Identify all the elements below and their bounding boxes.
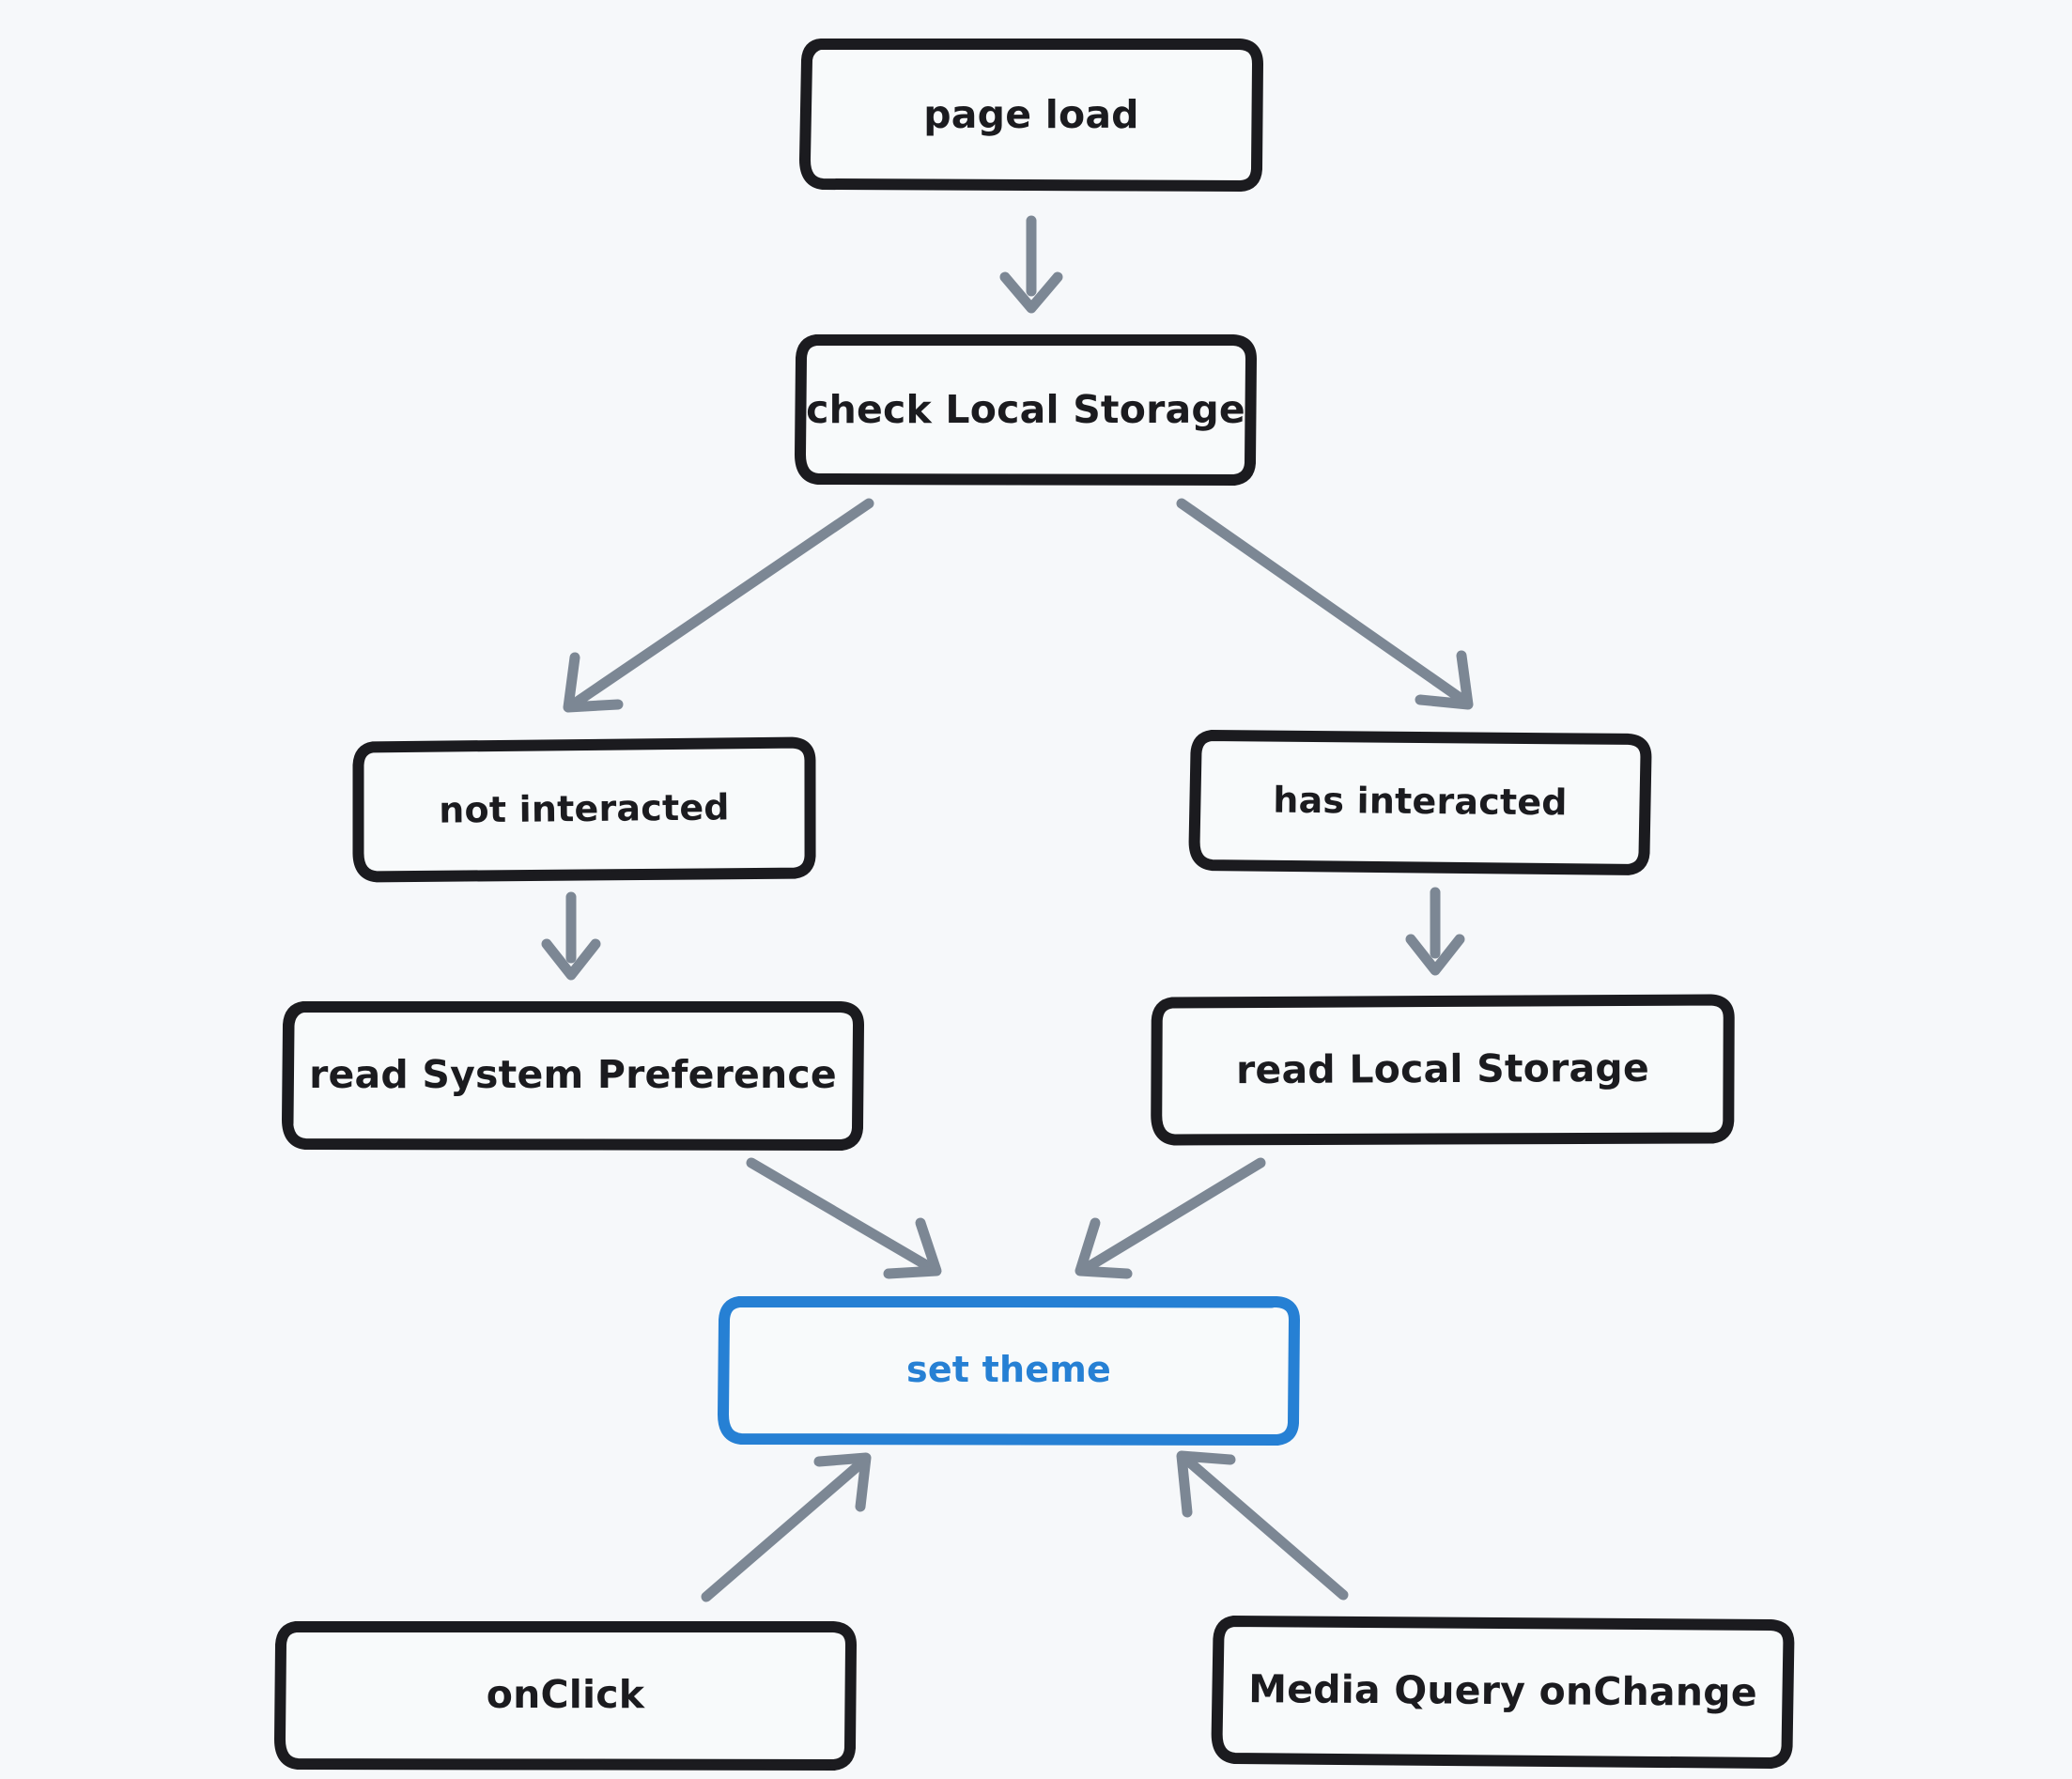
node-frame — [1211, 1615, 1795, 1769]
edge-page-load-to-check-local — [999, 215, 1063, 314]
node-set-theme[interactable]: set theme — [718, 1296, 1300, 1446]
node-label: Media Query onChange — [1247, 1666, 1757, 1715]
node-frame — [1188, 730, 1652, 875]
node-label: set theme — [906, 1349, 1111, 1390]
node-frame — [274, 1621, 857, 1771]
node-not-interacted[interactable]: not interacted — [352, 736, 816, 883]
node-frame — [718, 1296, 1300, 1446]
node-has-interacted[interactable]: has interacted — [1188, 730, 1652, 875]
node-read-local-storage[interactable]: read Local Storage — [1151, 994, 1735, 1146]
edge-has-interacted-to-read-local — [1405, 887, 1465, 976]
edge-not-interacted-to-read-system — [541, 891, 601, 981]
node-label: check Local Storage — [806, 386, 1245, 432]
node-label: read Local Storage — [1235, 1044, 1650, 1093]
node-label: page load — [923, 92, 1139, 137]
node-label: not interacted — [439, 786, 730, 831]
edge-check-local-to-has-interacted — [1176, 498, 1474, 710]
edge-read-local-to-set-theme — [1075, 1157, 1266, 1279]
node-check-local-storage[interactable]: check Local Storage — [795, 334, 1257, 486]
edge-read-system-to-set-theme — [746, 1157, 942, 1279]
node-frame — [795, 334, 1257, 486]
node-label: read System Preference — [309, 1052, 837, 1097]
node-frame — [352, 736, 816, 883]
edge-onclick-to-set-theme — [701, 1452, 872, 1602]
node-frame — [282, 1001, 864, 1151]
node-label: onClick — [486, 1672, 645, 1717]
node-label: has interacted — [1273, 779, 1568, 824]
node-read-system-preference[interactable]: read System Preference — [282, 1001, 864, 1151]
node-frame — [1151, 994, 1735, 1146]
node-onclick[interactable]: onClick — [274, 1621, 857, 1771]
node-page-load[interactable]: page load — [799, 39, 1263, 192]
node-media-query-onchange[interactable]: Media Query onChange — [1211, 1615, 1795, 1769]
edge-media-query-to-set-theme — [1176, 1450, 1349, 1601]
edge-check-local-to-not-interacted — [563, 498, 874, 713]
node-frame — [799, 39, 1263, 192]
